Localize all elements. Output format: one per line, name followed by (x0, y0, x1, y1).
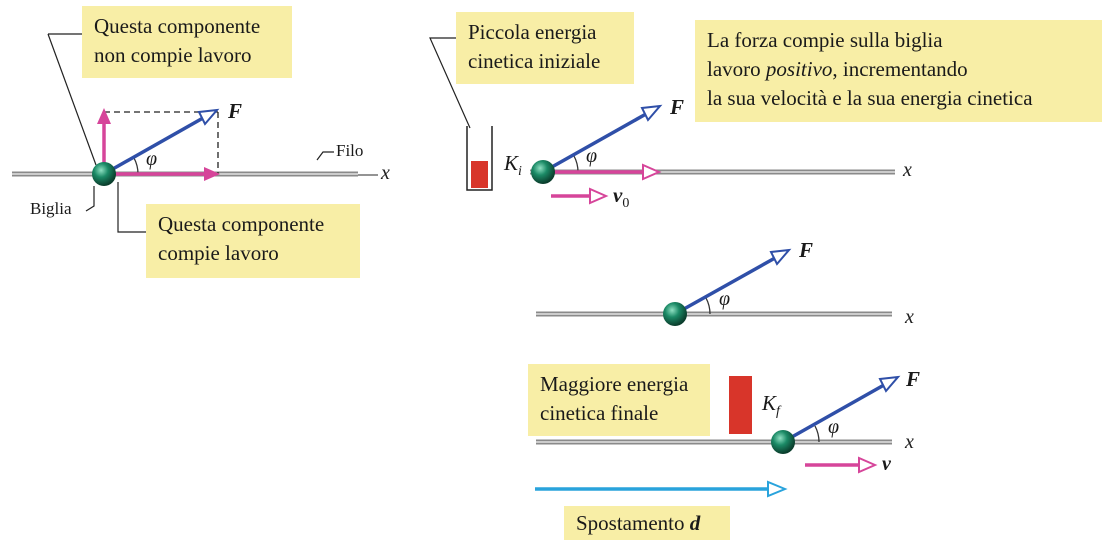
parallel-component-arrow (543, 163, 662, 181)
symbol-main: K (762, 391, 777, 415)
final-velocity-arrow (805, 456, 878, 474)
callout-line: compie lavoro (158, 241, 279, 265)
phi-label: φ (586, 145, 598, 167)
displacement-text: Spostamento (576, 511, 685, 535)
force-label: F (670, 95, 685, 119)
initial-state-panel (429, 37, 895, 205)
wire-leader (316, 151, 334, 161)
force-arrow-left (103, 108, 220, 176)
wire-label: Filo (336, 141, 364, 160)
x-axis-label: x (381, 162, 390, 184)
force-label: F (906, 367, 921, 391)
x-axis-label: x (905, 431, 914, 453)
symbol-subscript: f (776, 404, 780, 420)
callout-line: La forza compie sulla biglia (707, 28, 943, 52)
bead-label: Biglia (30, 199, 72, 218)
emphasis-positive: positivo (765, 57, 833, 81)
callout-no-work: Questa componente non compie lavoro (82, 6, 292, 78)
callout-large-kinetic-energy: Maggiore energia cinetica finale (528, 364, 710, 436)
phi-label: φ (146, 148, 158, 170)
callout-line: cinetica iniziale (468, 49, 601, 73)
callout-line: Maggiore energia (540, 372, 689, 396)
ki-label: Ki (504, 151, 522, 180)
displacement-symbol: d (689, 511, 701, 535)
initial-velocity-arrow (551, 187, 609, 205)
x-axis-label: x (905, 306, 914, 328)
callout-leader-small-ke (429, 37, 471, 129)
v-label: v (882, 453, 891, 475)
callout-leader-no-work (47, 33, 97, 166)
callout-does-work: Questa componente compie lavoro (146, 204, 360, 278)
callout-text: lavoro (707, 57, 766, 81)
force-arrow-initial (542, 104, 663, 174)
bead (663, 302, 687, 326)
v0-label: v0 (613, 183, 629, 212)
callout-line: cinetica finale (540, 401, 659, 425)
left-panel (12, 33, 378, 233)
callout-line: Questa componente (158, 212, 325, 236)
kf-label: Kf (762, 391, 780, 420)
callout-displacement: Spostamento d (564, 506, 730, 540)
kf-energy-bar (729, 376, 752, 434)
symbol-subscript: 0 (622, 196, 630, 212)
displacement-arrow (535, 480, 788, 498)
callout-line: lavoro positivo, incrementando (707, 55, 1092, 84)
callout-line: Spostamento d (576, 509, 720, 538)
parallel-component-arrow (104, 167, 220, 181)
symbol-main: K (504, 151, 519, 175)
phi-label: φ (719, 288, 731, 310)
callout-leader-does-work (117, 182, 146, 233)
callout-line: la sua velocità e la sua energia cinetic… (707, 86, 1033, 110)
force-label: F (799, 238, 814, 262)
ki-energy-meter (466, 126, 493, 191)
callout-small-kinetic-energy: Piccola energia cinetica iniziale (456, 12, 634, 84)
bead (531, 160, 555, 184)
middle-state-panel (536, 248, 892, 326)
symbol-main: v (613, 183, 623, 207)
final-state-panel (535, 375, 901, 498)
callout-line: Piccola energia (468, 20, 597, 44)
callout-force-positive-work: La forza compie sulla biglia lavoro posi… (695, 20, 1102, 122)
force-arrow-middle (674, 248, 792, 316)
bead (92, 162, 116, 186)
callout-text: , incrementando (832, 57, 968, 81)
phi-label: φ (828, 416, 840, 438)
callout-line: non compie lavoro (94, 43, 252, 67)
bead (771, 430, 795, 454)
bead-leader (85, 186, 95, 212)
force-arrow-final (782, 375, 901, 444)
callout-line: Questa componente (94, 14, 261, 38)
phi-arc-icon (814, 425, 820, 443)
x-axis-label: x (903, 159, 912, 181)
symbol-subscript: i (518, 164, 522, 180)
force-label: F (228, 99, 243, 123)
